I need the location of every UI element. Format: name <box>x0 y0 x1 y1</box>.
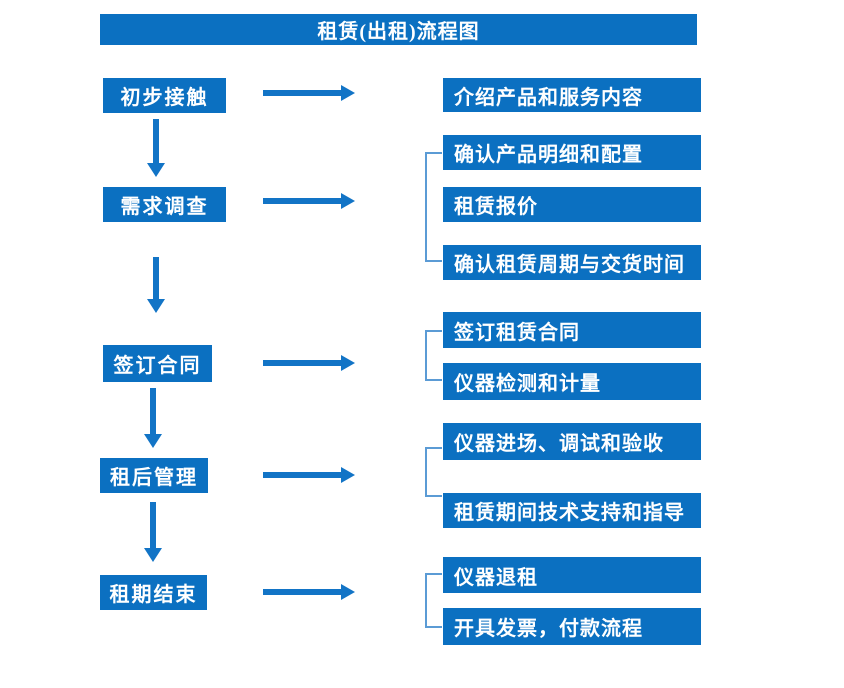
arrow-head <box>144 434 162 448</box>
down-arrow-icon <box>144 502 162 562</box>
output-box-instrument-return: 仪器退租 <box>443 557 701 593</box>
arrow-head <box>144 548 162 562</box>
output-box-invoice-payment-process: 开具发票，付款流程 <box>443 608 701 645</box>
right-arrow-icon <box>263 467 355 483</box>
arrow-head <box>341 85 355 101</box>
flowchart-title: 租赁(出租)流程图 <box>100 14 697 45</box>
down-arrow-icon <box>144 388 162 448</box>
arrow-shaft <box>263 472 341 478</box>
right-arrow-icon <box>263 85 355 101</box>
arrow-shaft <box>153 119 159 163</box>
arrow-shaft <box>150 502 156 548</box>
arrow-shaft <box>150 388 156 434</box>
right-arrow-icon <box>263 193 355 209</box>
arrow-head <box>341 467 355 483</box>
output-box-rental-quotation: 租赁报价 <box>443 187 701 222</box>
output-box-sign-rental-contract: 签订租赁合同 <box>443 312 701 348</box>
bracket-connector <box>425 447 442 497</box>
right-arrow-icon <box>263 584 355 600</box>
output-box-rental-tech-support: 租赁期间技术支持和指导 <box>443 493 701 528</box>
bracket-connector <box>425 330 442 381</box>
arrow-shaft <box>263 198 341 204</box>
bracket-connector <box>425 152 442 262</box>
stage-box-initial-contact: 初步接触 <box>103 78 226 113</box>
arrow-head <box>341 355 355 371</box>
output-box-introduce-products-services: 介绍产品和服务内容 <box>443 78 701 112</box>
arrow-head <box>147 299 165 313</box>
stage-box-sign-contract: 签订合同 <box>103 345 212 382</box>
arrow-shaft <box>153 257 159 299</box>
arrow-shaft <box>263 589 341 595</box>
output-box-instrument-entry-debug-acceptance: 仪器进场、调试和验收 <box>443 423 701 460</box>
stage-box-rental-end: 租期结束 <box>100 575 207 610</box>
output-box-confirm-rental-period-delivery: 确认租赁周期与交货时间 <box>443 245 701 280</box>
arrow-head <box>147 163 165 177</box>
down-arrow-icon <box>147 119 165 177</box>
stage-box-demand-survey: 需求调查 <box>103 187 226 222</box>
bracket-connector <box>425 573 442 628</box>
arrow-head <box>341 584 355 600</box>
output-box-instrument-testing-metering: 仪器检测和计量 <box>443 363 701 400</box>
down-arrow-icon <box>147 257 165 313</box>
output-box-confirm-product-details: 确认产品明细和配置 <box>443 135 701 170</box>
arrow-shaft <box>263 90 341 96</box>
arrow-shaft <box>263 360 341 366</box>
arrow-head <box>341 193 355 209</box>
stage-box-post-rental-management: 租后管理 <box>100 458 208 493</box>
right-arrow-icon <box>263 355 355 371</box>
